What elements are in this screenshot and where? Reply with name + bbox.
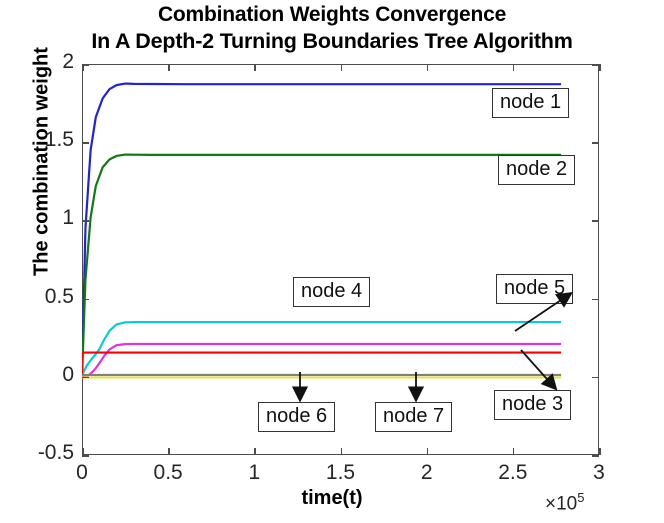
y-tick-mark (82, 376, 89, 379)
x-tick-mark (512, 64, 515, 71)
y-tick-label: -0.5 (37, 441, 74, 464)
x-tick-label: 1 (248, 461, 261, 484)
x-tick-label: 0.5 (153, 461, 183, 484)
x-axis-exponent-label: ×105 (545, 490, 584, 515)
x-tick-mark (512, 448, 515, 455)
y-tick-mark (592, 142, 599, 144)
y-tick-mark (82, 220, 89, 222)
series-line-node-2 (82, 153, 562, 377)
series-line-node-5 (82, 342, 562, 378)
y-tick-mark (592, 455, 599, 457)
x-tick-mark (340, 448, 343, 455)
x-tick-mark (82, 448, 84, 455)
x-tick-mark (599, 448, 601, 455)
x-axis-title: time(t) (301, 487, 363, 509)
x-tick-mark (254, 448, 256, 455)
annotation-node-6[interactable]: node 6 (258, 402, 336, 432)
series-line-node-1 (82, 82, 562, 377)
y-tick-mark (82, 298, 89, 301)
x-tick-mark (340, 64, 343, 71)
x-tick-mark (82, 64, 84, 71)
x-tick-mark (168, 64, 170, 71)
series-line-node-4 (82, 320, 562, 378)
annotation-node-1[interactable]: node 1 (492, 88, 570, 118)
x-tick-label: 3 (593, 461, 605, 484)
exponent-power: 5 (577, 490, 585, 505)
y-tick-mark (82, 455, 89, 457)
annotation-node-4[interactable]: node 4 (293, 277, 371, 307)
y-tick-label: 1.5 (44, 128, 74, 152)
chart-curves (82, 82, 562, 380)
y-tick-mark (592, 220, 599, 222)
series-line-node-2-red (82, 351, 562, 380)
x-tick-mark (254, 64, 256, 71)
x-tick-mark (168, 448, 170, 455)
y-tick-mark (592, 376, 599, 379)
annotation-node-2[interactable]: node 2 (498, 155, 576, 185)
x-tick-label: 2.5 (498, 461, 528, 484)
x-tick-mark (599, 64, 601, 71)
annotation-node-5[interactable]: node 5 (496, 274, 574, 304)
y-tick-label: 0.5 (44, 284, 74, 308)
y-tick-mark (82, 142, 89, 144)
exponent-base: ×10 (545, 493, 578, 515)
chart-title-line-1: Combination Weights Convergence (157, 3, 507, 26)
plot-area (82, 64, 599, 455)
chart-title-line-2: In A Depth-2 Turning Boundaries Tree Alg… (91, 29, 573, 53)
annotation-node-3[interactable]: node 3 (494, 390, 572, 420)
y-tick-mark (592, 64, 599, 66)
x-tick-mark (426, 64, 429, 71)
x-tick-label: 2 (420, 461, 433, 484)
x-tick-mark (426, 448, 429, 455)
x-tick-label: 1.5 (325, 461, 356, 484)
annotation-node-7[interactable]: node 7 (375, 402, 453, 432)
x-tick-label: 0 (76, 461, 88, 484)
y-tick-label: 0 (62, 362, 74, 386)
y-tick-mark (82, 64, 89, 66)
y-tick-mark (592, 298, 599, 301)
y-tick-label: 1 (62, 206, 74, 230)
y-tick-label: 2 (62, 50, 74, 73)
